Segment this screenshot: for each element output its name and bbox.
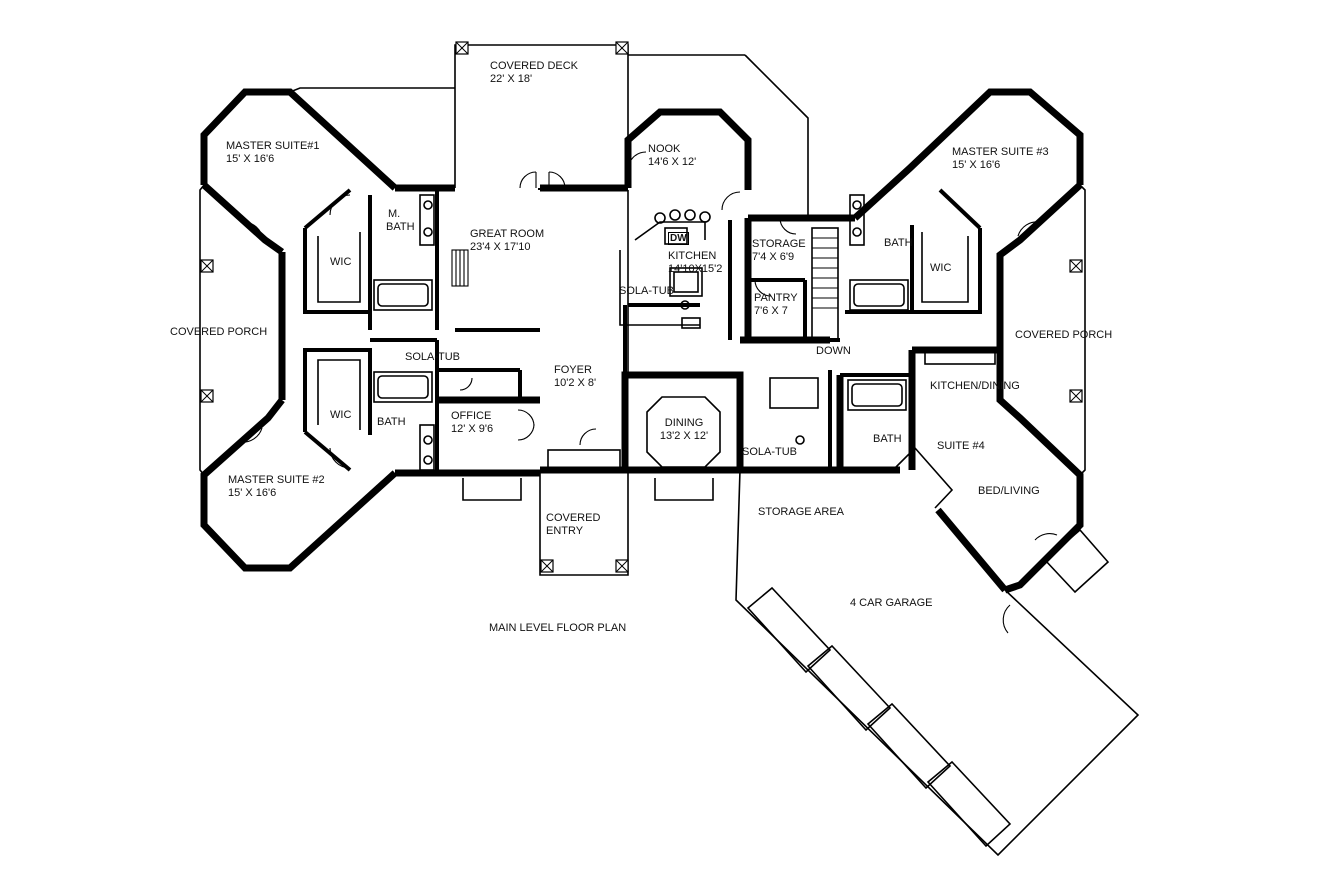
room-size: 22' X 18'	[490, 73, 533, 85]
storage-pantry-stairs	[728, 214, 855, 342]
room-name: COVERED DECK	[490, 60, 579, 72]
room-label-office: OFFICE 12' X 9'6	[451, 410, 493, 436]
room-size: 15' X 16'6	[952, 159, 1001, 171]
porch-posts	[200, 41, 1083, 573]
room-label-master-suite-2: MASTER SUITE #2 15' X 16'6	[228, 474, 325, 500]
post-icon	[1069, 389, 1083, 403]
room-label-covered-porch-left: COVERED PORCH	[170, 326, 268, 338]
room-label-wic-left-bottom: WIC	[330, 409, 352, 421]
room-size: 10'2 X 8'	[554, 377, 597, 389]
room-label-garage: 4 CAR GARAGE	[850, 597, 933, 609]
room-label-bath-suite-4: BATH	[873, 433, 902, 445]
room-name: PANTRY	[754, 292, 798, 304]
room-size: 7'4 X 6'9	[752, 251, 795, 263]
room-label-kitchen: KITCHEN 14'10X15'2	[668, 250, 722, 276]
room-label-covered-porch-right: COVERED PORCH	[1015, 329, 1113, 341]
post-icon	[1069, 259, 1083, 273]
room-label-nook: NOOK 14'6 X 12'	[648, 143, 696, 169]
room-label-master-suite-3: MASTER SUITE #3 15' X 16'6	[952, 146, 1049, 172]
room-label-pantry: PANTRY 7'6 X 7	[754, 292, 798, 318]
room-name: OFFICE	[451, 410, 492, 422]
room-size: 7'6 X 7	[754, 305, 788, 317]
room-label-bath-left-bottom: BATH	[377, 416, 406, 428]
room-label-master-suite-1: MASTER SUITE#1 15' X 16'6	[226, 140, 320, 166]
deck-walls	[454, 44, 809, 218]
room-label-storage: STORAGE 7'4 X 6'9	[752, 238, 806, 264]
room-label-covered-deck: COVERED DECK 22' X 18'	[490, 60, 578, 86]
room-label-suite-4: SUITE #4	[937, 440, 985, 452]
post-icon	[615, 559, 629, 573]
left-wing-walls	[199, 87, 540, 572]
room-size: 14'10X15'2	[668, 263, 723, 275]
room-name: COVERED	[546, 512, 601, 524]
room-name: DINING	[664, 417, 704, 429]
room-name: MASTER SUITE #2	[228, 474, 325, 486]
room-size: 12' X 9'6	[451, 423, 494, 435]
room-label-dining: DINING 13'2 X 12'	[654, 417, 714, 443]
room-size: 14'6 X 12'	[648, 156, 697, 168]
suite-4-walls	[836, 346, 1110, 594]
room-size: 13'2 X 12'	[659, 430, 709, 442]
room-label-bed-living: BED/LIVING	[978, 485, 1040, 497]
room-label-kitchen-dining: KITCHEN/DINING	[930, 380, 1020, 392]
garage	[735, 469, 1140, 857]
room-name: KITCHEN	[668, 250, 717, 262]
left-wing-interior	[239, 188, 469, 472]
room-name: MASTER SUITE#1	[226, 140, 320, 152]
room-size: BATH	[386, 221, 415, 233]
room-name: NOOK	[648, 143, 681, 155]
right-wing-walls	[845, 88, 1086, 594]
post-icon	[455, 41, 469, 55]
plan-title: MAIN LEVEL FLOOR PLAN	[489, 622, 627, 634]
label-sola-tub-kitchen: SOLA-TUB	[619, 285, 675, 297]
post-icon	[615, 41, 629, 55]
label-sola-tub-left: SOLA-TUB	[405, 351, 461, 363]
room-label-storage-area: STORAGE AREA	[758, 506, 844, 518]
room-size: ENTRY	[546, 525, 584, 537]
post-icon	[540, 559, 554, 573]
room-label-wic-left-top: WIC	[330, 256, 352, 268]
room-label-wic-right: WIC	[930, 262, 952, 274]
room-size: 15' X 16'6	[226, 153, 275, 165]
label-down-stairs: DOWN	[816, 345, 851, 357]
room-label-m-bath: M. BATH	[386, 208, 415, 234]
center-lower-walls	[435, 336, 855, 474]
room-size: 23'4 X 17'10	[470, 241, 531, 253]
covered-entry	[462, 449, 714, 576]
room-size: 15' X 16'6	[228, 487, 277, 499]
dishwasher-label: DW	[668, 232, 689, 245]
room-name: GREAT ROOM	[470, 228, 545, 240]
room-label-bath-right-top: BATH	[884, 237, 913, 249]
label-sola-tub-center: SOLA-TUB	[742, 446, 798, 458]
room-name: MASTER SUITE #3	[952, 146, 1049, 158]
room-name: FOYER	[554, 364, 592, 376]
post-icon	[200, 259, 214, 273]
kitchen-fixtures	[619, 191, 741, 329]
room-label-covered-entry: COVERED ENTRY	[546, 512, 600, 538]
room-label-foyer: FOYER 10'2 X 8'	[554, 364, 596, 390]
post-icon	[200, 389, 214, 403]
great-room-walls	[455, 188, 629, 375]
room-label-great-room: GREAT ROOM 23'4 X 17'10	[470, 228, 544, 254]
room-name: STORAGE	[752, 238, 806, 250]
room-name: M.	[388, 208, 401, 220]
